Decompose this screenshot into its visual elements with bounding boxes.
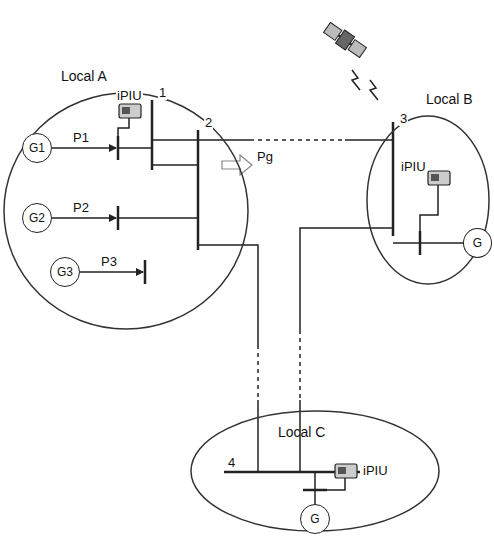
generator-label: G [310, 512, 319, 526]
bus-number: 2 [204, 116, 213, 130]
tie-line [250, 139, 345, 141]
generator-label: G3 [57, 265, 73, 279]
gen-line [314, 472, 316, 504]
region-heading: Local A [61, 68, 107, 84]
tie-line [299, 330, 301, 400]
ipiu-device [335, 464, 357, 478]
generator-circle: G3 [50, 257, 80, 287]
tie-line [198, 245, 258, 345]
tie-line [257, 400, 259, 472]
tie-line [300, 228, 393, 330]
satellite-icon [322, 21, 367, 59]
bus-number: 4 [227, 456, 236, 470]
power-flow-arrow [222, 155, 252, 175]
gen-line [52, 147, 116, 149]
region-ellipse: Local BG [366, 115, 490, 285]
region-heading: Local C [278, 424, 325, 440]
generator-label: G1 [29, 141, 45, 155]
breaker [144, 260, 147, 284]
power-label: P2 [72, 201, 90, 215]
tie-line [152, 164, 198, 166]
region-heading: Local B [426, 91, 473, 107]
breaker [419, 231, 422, 255]
region-outline [366, 115, 490, 285]
ipiu-device [119, 104, 141, 118]
power-label: Pg [256, 150, 274, 164]
gen-line [393, 242, 463, 244]
gen-line [52, 217, 116, 219]
gen-line [118, 217, 198, 219]
bus-number: 1 [158, 86, 167, 100]
radio-signal [352, 70, 378, 100]
power-label: P3 [100, 255, 118, 269]
region-ellipse: Local C G [190, 410, 440, 532]
ipiu-lead [118, 118, 129, 136]
ipiu-lead [327, 478, 345, 490]
generator-circle: G2 [22, 203, 52, 233]
gen-line [118, 147, 152, 149]
power-label: P1 [72, 131, 90, 145]
bus-number: 3 [399, 112, 408, 126]
device-label: iPIU [116, 89, 143, 103]
generator-circle: G [300, 504, 330, 534]
ipiu-device [428, 171, 450, 185]
generator-label: G2 [29, 211, 45, 225]
device-label: iPIU [400, 160, 427, 174]
breaker [303, 489, 327, 492]
generator-label: G [473, 236, 482, 250]
device-label: iPIU [362, 464, 389, 478]
tie-line [257, 345, 259, 400]
bus-bar [151, 100, 154, 170]
bus-bar [392, 122, 395, 236]
tie-line [152, 139, 250, 141]
bus-bar [197, 130, 200, 250]
ipiu-lead [420, 185, 438, 231]
generator-circle: G1 [22, 133, 52, 163]
gen-line [80, 271, 143, 273]
generator-circle: G [463, 228, 492, 258]
